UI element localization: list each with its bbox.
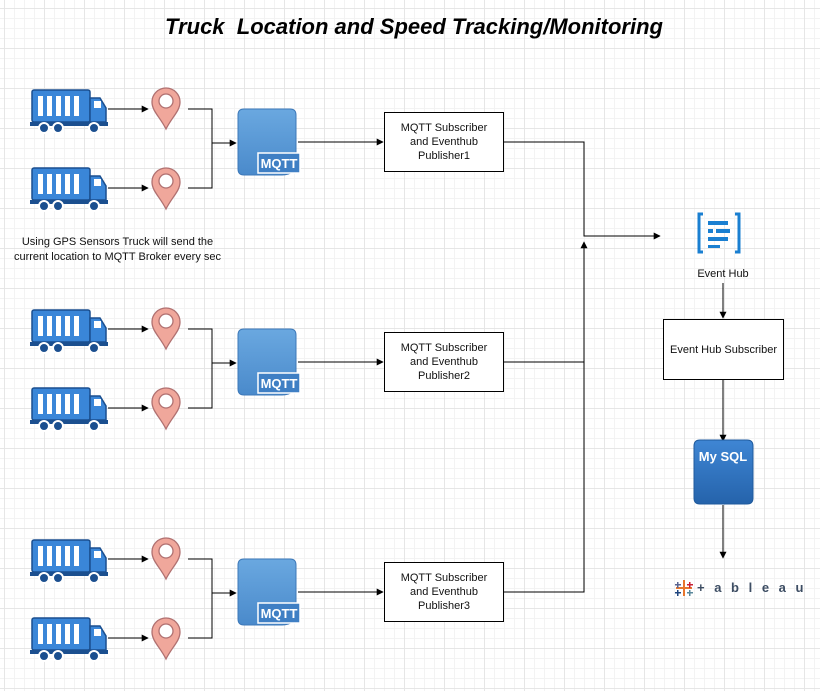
publisher-label-line: Publisher1: [418, 150, 470, 162]
connector-line: [188, 108, 213, 189]
event-hub-subscriber-label: Event Hub Subscriber: [670, 343, 777, 356]
mqtt-label: MQTT: [261, 376, 298, 391]
publisher-label-line: Publisher3: [418, 600, 470, 612]
mqtt-label: MQTT: [261, 606, 298, 621]
truck-icon: [29, 89, 109, 134]
event-hub-label: Event Hub: [697, 268, 749, 280]
location-pin-icon: [151, 387, 181, 430]
truck-icon: [29, 309, 109, 354]
location-pin-icon: [151, 307, 181, 350]
gps-sensor-caption: Using GPS Sensors Truck will send the cu…: [0, 235, 235, 265]
publisher-label-line: MQTT Subscriber: [400, 572, 488, 584]
caption-line: Using GPS Sensors Truck will send the: [21, 236, 214, 248]
connector-line: [188, 328, 213, 409]
publisher-box-2: MQTT Subscriber and Eventhub Publisher2: [384, 332, 504, 392]
publisher-label-line: and Eventhub: [410, 586, 478, 598]
publisher-label-line: and Eventhub: [410, 136, 478, 148]
truck-icon: [29, 387, 109, 432]
mqtt-broker-icon: MQTT: [237, 108, 301, 176]
mqtt-broker-icon: MQTT: [237, 558, 301, 626]
location-pin-icon: [151, 87, 181, 130]
mysql-database-icon: My SQL: [693, 439, 754, 505]
event-hub-icon: [697, 212, 741, 254]
location-pin-icon: [151, 617, 181, 660]
publisher-label-line: MQTT Subscriber: [400, 342, 488, 354]
tableau-wordmark: + a b l e a u: [697, 580, 807, 595]
caption-line: current location to MQTT Broker every se…: [13, 251, 222, 263]
connector-arrow: [504, 141, 661, 240]
connector-arrow: [504, 241, 588, 593]
publisher-label-line: and Eventhub: [410, 356, 478, 368]
publisher-label-line: Publisher2: [418, 370, 470, 382]
truck-icon: [29, 167, 109, 212]
event-hub-subscriber-box: Event Hub Subscriber: [663, 319, 784, 380]
publisher-box-3: MQTT Subscriber and Eventhub Publisher3: [384, 562, 504, 622]
truck-icon: [29, 539, 109, 584]
location-pin-icon: [151, 167, 181, 210]
publisher-box-1: MQTT Subscriber and Eventhub Publisher1: [384, 112, 504, 172]
truck-icon: [29, 617, 109, 662]
connector-line: [188, 558, 213, 639]
tableau-logo-icon: [675, 580, 693, 596]
publisher-label-line: MQTT Subscriber: [400, 122, 488, 134]
mqtt-broker-icon: MQTT: [237, 328, 301, 396]
mysql-label: My SQL: [699, 449, 747, 464]
mqtt-label: MQTT: [261, 156, 298, 171]
diagram-title: Truck Location and Speed Tracking/Monito…: [165, 14, 663, 39]
location-pin-icon: [151, 537, 181, 580]
